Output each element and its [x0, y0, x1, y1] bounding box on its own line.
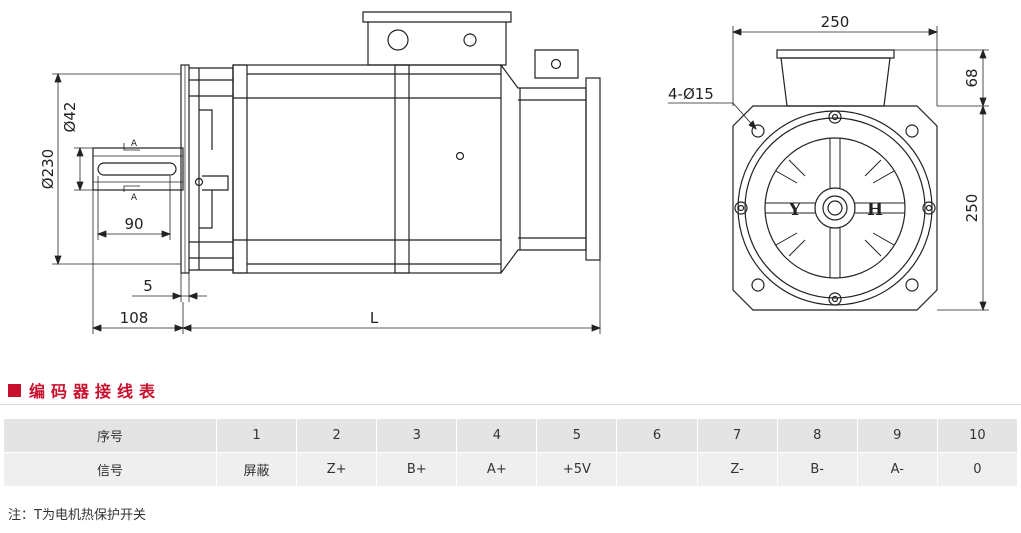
motor-shaft	[92, 147, 184, 191]
table-signal-label: 信号	[3, 452, 217, 487]
signal-cell: B-	[776, 452, 858, 487]
table-header-label: 序号	[3, 418, 217, 453]
dim-width-250: 250	[821, 13, 850, 31]
signal-cell	[616, 452, 698, 487]
signal-cell: A-	[856, 452, 938, 487]
dim-90: 90	[124, 215, 143, 233]
signal-cell: +5V	[536, 452, 618, 487]
flange-plate	[732, 105, 938, 311]
dim-d42: Ø42	[61, 102, 79, 133]
flange-terminal-box	[776, 49, 895, 107]
dim-d230: Ø230	[39, 149, 57, 189]
flange-ribs	[765, 138, 905, 278]
pin-number-cell: 9	[856, 418, 938, 453]
signal-cell: 屏蔽	[215, 452, 298, 487]
signal-cell: A+	[456, 452, 538, 487]
table-row-pin-numbers: 序号 1 2 3 4 5 6 7 8 9 10	[3, 418, 1019, 453]
pin-number-cell: 7	[696, 418, 778, 453]
pin-number-cell: 10	[936, 418, 1019, 453]
dim-height-250: 250	[963, 194, 981, 223]
flange-letter-h: H	[867, 200, 883, 220]
section-title-text: 编码器接线表	[29, 382, 162, 401]
pin-number-cell: 2	[296, 418, 378, 453]
front-cover	[189, 67, 234, 271]
terminal-box	[362, 11, 512, 66]
section-a-top: A	[131, 139, 138, 149]
dim-holes: 4-Ø15	[668, 85, 714, 103]
encoder-housing	[500, 49, 601, 274]
encoder-wiring-table: 序号 1 2 3 4 5 6 7 8 9 10 信号 屏蔽 Z+ B+ A+ +…	[3, 418, 1019, 487]
dim-5: 5	[143, 277, 153, 295]
front-view-labels: 250 68 250 4-Ø15 Y H	[668, 13, 981, 222]
section-divider	[0, 404, 1021, 405]
front-flange	[180, 64, 190, 274]
motor-body	[232, 64, 502, 274]
pin-number-cell: 6	[616, 418, 698, 453]
dim-108: 108	[120, 309, 149, 327]
table-row-signals: 信号 屏蔽 Z+ B+ A+ +5V Z- B- A- 0	[3, 452, 1019, 487]
signal-cell: Z+	[296, 452, 378, 487]
side-view-labels: Ø230 Ø42 90 5 108 L A A	[39, 102, 379, 327]
pin-number-cell: 3	[376, 418, 458, 453]
mounting-holes	[751, 124, 919, 292]
pin-number-cell: 4	[456, 418, 538, 453]
motor-dimension-drawing: Ø230 Ø42 90 5 108 L A A	[39, 11, 989, 334]
dim-L: L	[370, 309, 379, 327]
section-title: 编码器接线表	[8, 378, 161, 402]
signal-cell: Z-	[696, 452, 778, 487]
pin-number-cell: 8	[776, 418, 858, 453]
flange-letter-y: Y	[788, 200, 802, 220]
section-marker-icon	[8, 383, 21, 397]
footnote: 注：T为电机热保护开关	[8, 508, 146, 523]
section-a-bottom: A	[131, 193, 138, 203]
signal-cell: B+	[376, 452, 458, 487]
dim-box-68: 68	[963, 68, 981, 87]
pin-number-cell: 1	[215, 418, 298, 453]
flange-bolts	[734, 110, 936, 306]
signal-cell: 0	[936, 452, 1019, 487]
pin-number-cell: 5	[536, 418, 618, 453]
flange-rings	[737, 110, 933, 306]
